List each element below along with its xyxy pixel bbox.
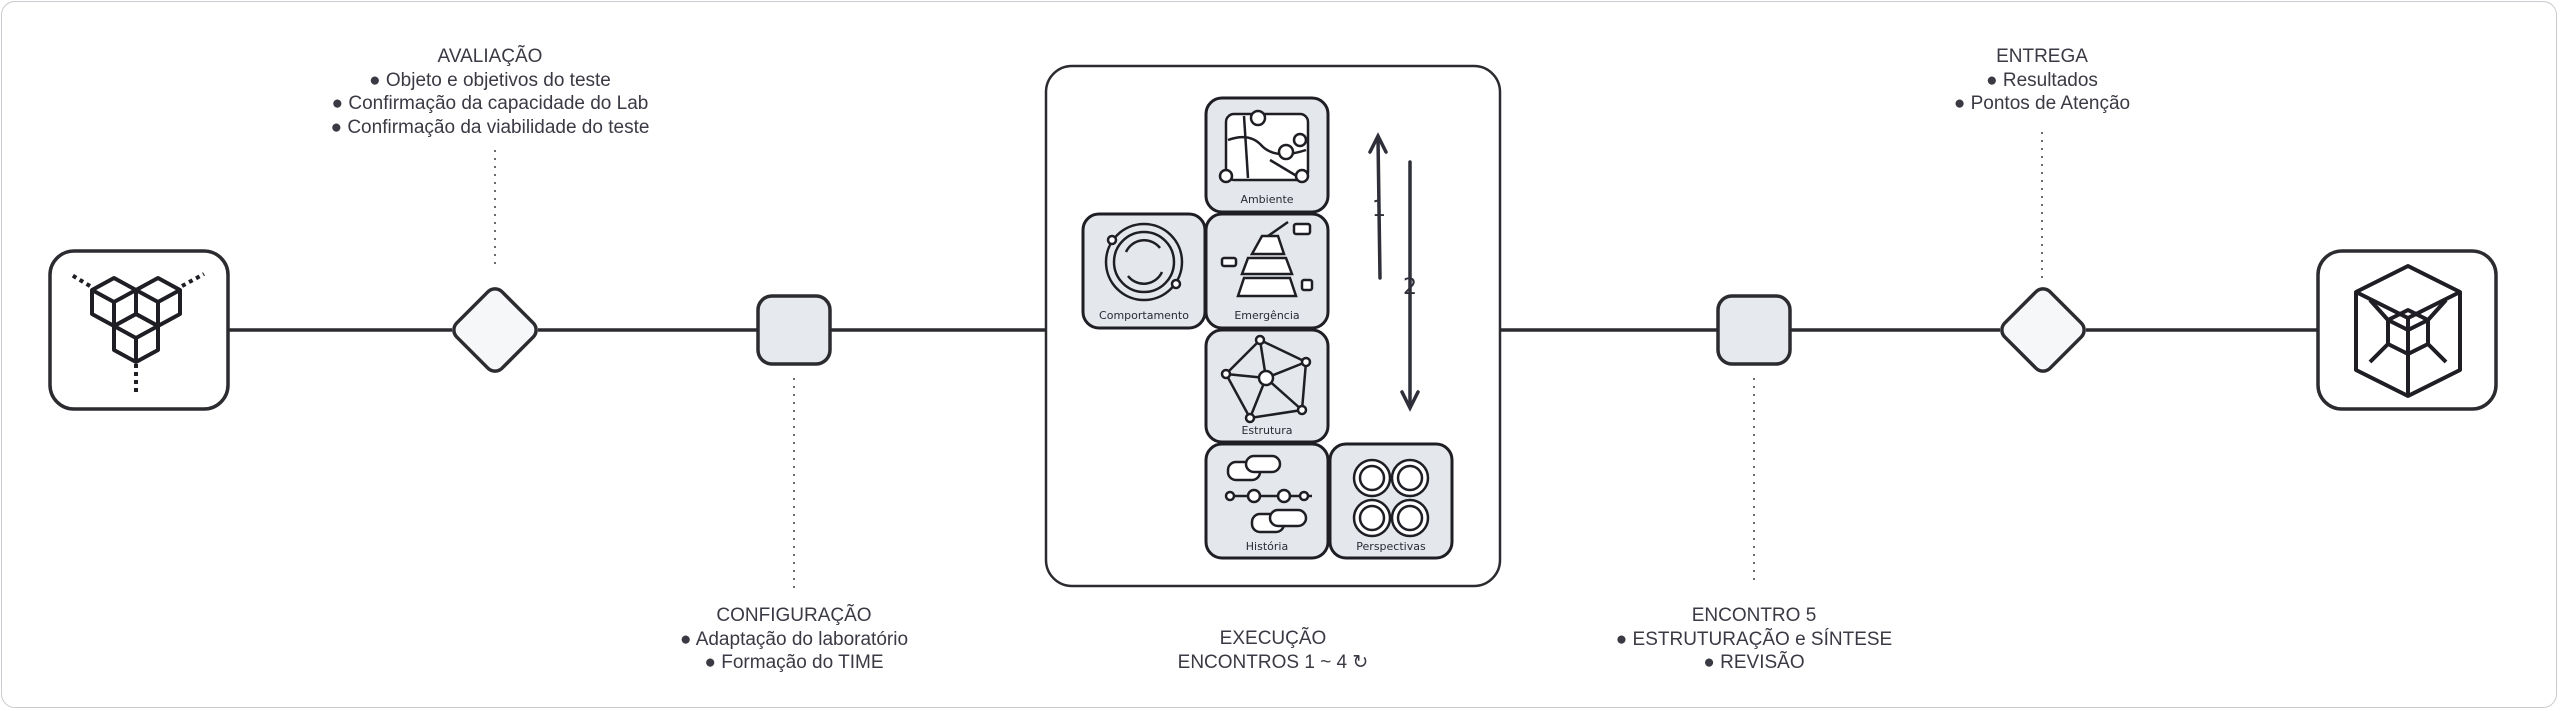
configuracao-title: CONFIGURAÇÃO [716,605,872,626]
entrega-label: ENTREGA ● Resultados ● Pontos de Atenção [1954,45,2130,116]
execucao-subtitle: ENCONTROS 1 ~ 4 ↻ [1177,651,1369,673]
encontro5-item-1: ● ESTRUTURAÇÃO e SÍNTESE [1615,628,1893,650]
execucao-container: Ambiente Comportamento [1044,64,1502,588]
map-icon [1218,109,1310,184]
arrow-label-1: 1 [1372,197,1386,222]
configuracao-item-2: ● Formação do TIME [704,652,884,673]
network-icon [1220,334,1312,424]
arrow-label-2: 2 [1403,275,1417,300]
avaliacao-label: AVALIAÇÃO ● Objeto e objetivos do teste … [331,45,650,139]
execucao-label: EXECUÇÃO ENCONTROS 1 ~ 4 ↻ [1178,627,1369,674]
tile-ambiente: Ambiente [1204,96,1330,214]
perspectives-icon [1352,458,1430,538]
tile-label-perspectivas: Perspectivas [1356,540,1426,553]
entrega-title: ENTREGA [1996,46,2088,67]
encontro5-item-2: ● REVISÃO [1703,652,1805,673]
encontro5-node [1716,294,1792,366]
timeline-icon [1224,454,1312,534]
tile-historia: História [1204,442,1330,560]
avaliacao-item-2: ● Confirmação da capacidade do Lab [331,93,649,114]
tile-label-comportamento: Comportamento [1099,309,1189,322]
configuracao-label: CONFIGURAÇÃO ● Adaptação do laboratório … [680,604,908,675]
down-arrow [1400,160,1420,412]
tile-emergencia: Emergência [1204,212,1330,330]
end-node [2316,249,2498,411]
entrega-diamond [2000,287,2086,373]
tile-label-estrutura: Estrutura [1241,424,1292,437]
avaliacao-item-1: ● Objeto e objetivos do teste [369,69,611,91]
layers-icon [1220,220,1314,298]
avaliacao-title: AVALIAÇÃO [437,46,543,67]
tile-estrutura: Estrutura [1204,328,1330,444]
execucao-title: EXECUÇÃO [1219,628,1327,649]
entrega-item-1: ● Resultados [1986,69,2098,91]
cubes-cluster-icon [68,272,205,392]
avaliacao-item-3: ● Confirmação da viabilidade do teste [330,116,650,138]
encontro5-label: ENCONTRO 5 ● ESTRUTURAÇÃO e SÍNTESE ● RE… [1616,604,1892,675]
encontro5-title: ENCONTRO 5 [1691,605,1817,626]
configuracao-item-1: ● Adaptação do laboratório [679,628,909,650]
tile-label-ambiente: Ambiente [1240,193,1293,206]
avaliacao-diamond [452,287,538,373]
tile-label-emergencia: Emergência [1234,309,1299,322]
dotted-connectors [494,132,2043,590]
start-node [48,249,230,411]
tile-comportamento: Comportamento [1081,212,1207,330]
up-arrow [1368,132,1388,280]
cube-in-cube-icon [2354,264,2462,398]
tile-label-historia: História [1246,540,1288,553]
cycle-icon [1104,222,1184,302]
configuracao-node [756,294,832,366]
tile-perspectivas: Perspectivas [1328,442,1454,560]
entrega-item-2: ● Pontos de Atenção [1953,93,2131,114]
